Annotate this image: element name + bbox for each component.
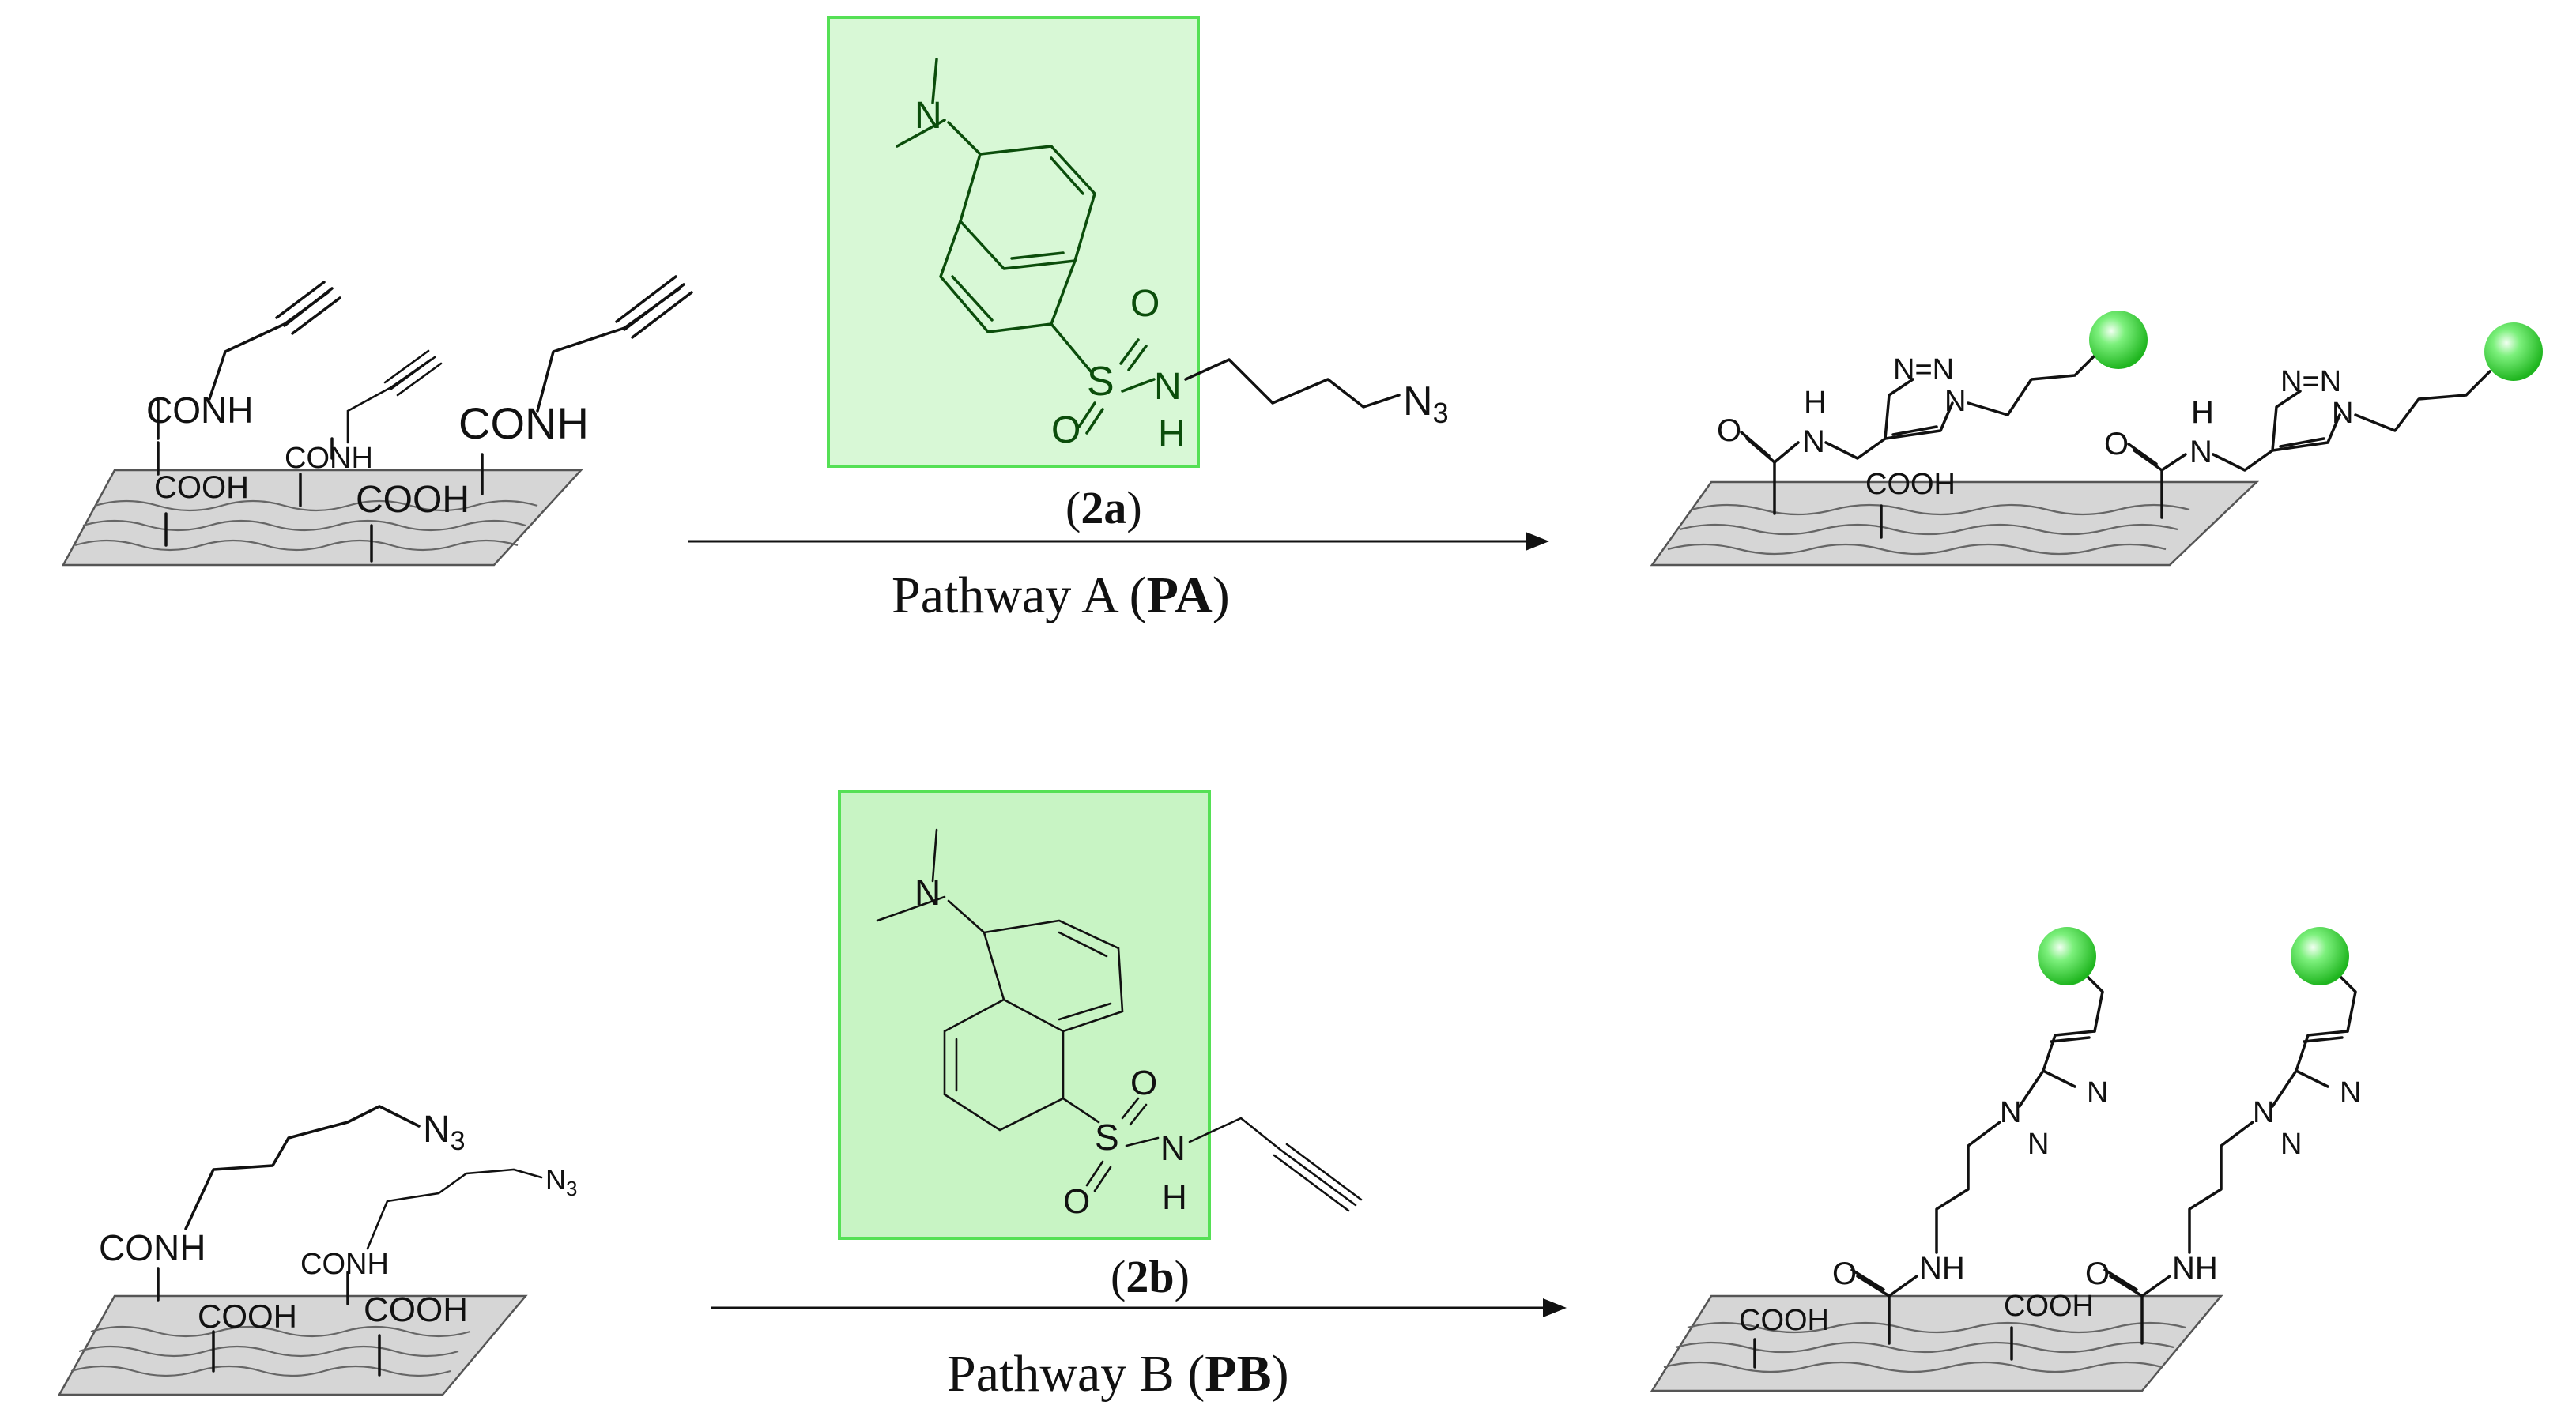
carbonyl-oxygen: O: [2104, 427, 2129, 461]
azide-label: N3: [423, 1109, 466, 1156]
amide-n: N: [2189, 435, 2212, 469]
cooh-label: COOH: [364, 1290, 468, 1329]
triazole-n: N=N: [2280, 365, 2341, 398]
surface-texture: [1667, 503, 2190, 556]
nh-h-label: H: [1162, 1178, 1187, 1217]
reaction-arrow-a: [688, 532, 1549, 551]
reagent-box-2a: [827, 16, 1200, 468]
reaction-arrow-b: [711, 1298, 1567, 1317]
oxygen-label: O: [1063, 1182, 1090, 1221]
graphene-surface-start-a: [61, 469, 583, 567]
conh-label: CONH: [146, 390, 253, 431]
amide-n: N: [1802, 424, 1825, 459]
triazole-n: N: [2000, 1096, 2021, 1129]
pathway-a-label: Pathway A (PA): [892, 567, 1230, 624]
azide-label: N3: [1403, 379, 1449, 429]
triazole-n: N=N: [1893, 353, 1954, 386]
carbonyl-oxygen: O: [1832, 1256, 1857, 1291]
cooh-label: COOH: [1739, 1304, 1829, 1337]
triazole-n: N: [2332, 397, 2353, 430]
cooh-label: COOH: [1865, 468, 1956, 501]
cooh-label: COOH: [2004, 1290, 2094, 1323]
nh-n-label: N: [1154, 366, 1182, 408]
conh-label: CONH: [285, 442, 373, 475]
triazole-n: N: [2253, 1096, 2274, 1129]
triazole-n: N: [2087, 1076, 2108, 1109]
carbonyl-oxygen: O: [2085, 1256, 2110, 1291]
graphene-surface-product-b: [1650, 1294, 2223, 1392]
start-material-a: CONH CONH CONH COOH COOH: [61, 275, 693, 567]
oxygen-label: O: [1051, 409, 1081, 451]
conh-label: CONH: [99, 1227, 206, 1268]
reagent-label-2a: (2a): [1065, 482, 1142, 533]
amide-h: H: [1804, 385, 1827, 420]
oxygen-label: O: [1130, 283, 1160, 325]
fluorophore-sphere: [2038, 927, 2096, 985]
nh-h-label: H: [1158, 413, 1186, 455]
triazole-n: N: [1944, 385, 1966, 418]
surface-texture: [70, 1325, 471, 1377]
azide-label: N3: [545, 1163, 577, 1200]
pathway-b-label: Pathway B (PB): [947, 1345, 1289, 1403]
amide-nh: NH: [1919, 1251, 1965, 1286]
product-b: COOH COOH O NH N N N O NH N N N: [1650, 927, 2361, 1392]
cooh-label: COOH: [198, 1298, 297, 1335]
graphene-surface-start-b: [57, 1294, 528, 1396]
triazole-n: N: [2027, 1128, 2049, 1161]
reagent-2b: N S O O N H: [838, 790, 1363, 1240]
sulfur-label: S: [1095, 1117, 1119, 1158]
sulfur-label: S: [1087, 359, 1115, 405]
oxygen-label: O: [1130, 1064, 1157, 1102]
fluorophore-sphere: [2484, 322, 2543, 381]
reagent-2a: N S O O N H N3: [827, 16, 1449, 468]
carbonyl-oxygen: O: [1717, 413, 1741, 448]
product-a: O N H N=N N COOH O N H N=N N: [1650, 311, 2543, 567]
triazole-n: N: [2340, 1076, 2361, 1109]
reagent-label-2b: (2b): [1111, 1251, 1190, 1302]
surface-texture: [74, 499, 538, 552]
amide-nh: NH: [2172, 1251, 2218, 1286]
n-dimethyl-label: N: [915, 872, 941, 913]
amide-h: H: [2191, 395, 2214, 430]
reagent-box-2b: [838, 790, 1211, 1240]
fluorophore-sphere: [2089, 311, 2148, 369]
n-dimethyl-label: N: [915, 95, 942, 137]
triazole-n: N: [2280, 1128, 2302, 1161]
conh-label: CONH: [300, 1248, 389, 1281]
fluorophore-sphere: [2291, 927, 2349, 985]
graphene-surface-product-a: [1650, 480, 2260, 567]
start-material-b: CONH CONH COOH COOH N3 N3: [57, 1105, 577, 1396]
cooh-label: COOH: [356, 479, 470, 521]
cooh-label: COOH: [154, 470, 249, 505]
conh-label: CONH: [458, 398, 589, 448]
nh-n-label: N: [1160, 1129, 1186, 1168]
